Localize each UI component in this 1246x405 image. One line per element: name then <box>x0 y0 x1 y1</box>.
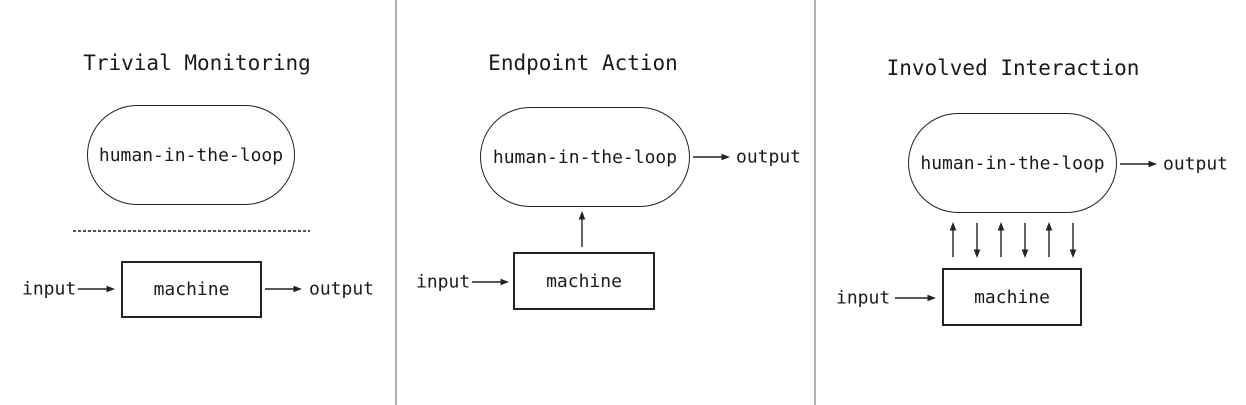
machine-node-label: machine <box>153 279 230 300</box>
output-label: output <box>309 278 375 300</box>
machine-node-label: machine <box>546 270 622 292</box>
down-arrow-icon <box>1069 223 1077 258</box>
machine-node: machine <box>513 252 655 310</box>
output-arrow-icon <box>265 285 302 293</box>
input-label: input <box>416 271 471 293</box>
input-arrow-icon <box>472 278 509 286</box>
machine-node-label: machine <box>974 286 1050 308</box>
up-arrow-icon <box>578 211 586 247</box>
panel-title: Trivial Monitoring <box>83 51 311 75</box>
human-node-label: human-in-the-loop <box>920 152 1105 174</box>
up-arrow-icon <box>949 222 957 257</box>
machine-node: machine <box>121 261 262 318</box>
input-arrow-icon <box>78 285 115 293</box>
input-label: input <box>22 278 77 300</box>
exchange-arrows <box>947 222 1079 258</box>
output-label: output <box>736 146 802 168</box>
panel-title: Endpoint Action <box>488 51 678 75</box>
human-node-label: human-in-the-loop <box>492 146 678 168</box>
machine-node: machine <box>942 268 1082 326</box>
down-arrow-icon <box>1021 223 1029 258</box>
up-arrow-icon <box>1045 222 1053 257</box>
human-node: human-in-the-loop <box>87 105 295 205</box>
output-arrow-icon <box>693 153 730 161</box>
input-arrow-icon <box>895 294 936 302</box>
human-node: human-in-the-loop <box>480 107 690 207</box>
down-arrow-icon <box>973 223 981 258</box>
input-label: input <box>836 287 891 309</box>
panel-title: Involved Interaction <box>886 56 1140 80</box>
human-node: human-in-the-loop <box>908 113 1117 213</box>
human-node-label: human-in-the-loop <box>98 144 284 166</box>
panel-divider <box>395 0 397 405</box>
up-arrow-icon <box>997 222 1005 257</box>
output-label: output <box>1163 153 1229 175</box>
output-arrow-icon <box>1120 160 1157 168</box>
panel-divider <box>814 0 816 405</box>
dashed-separator <box>73 230 310 232</box>
